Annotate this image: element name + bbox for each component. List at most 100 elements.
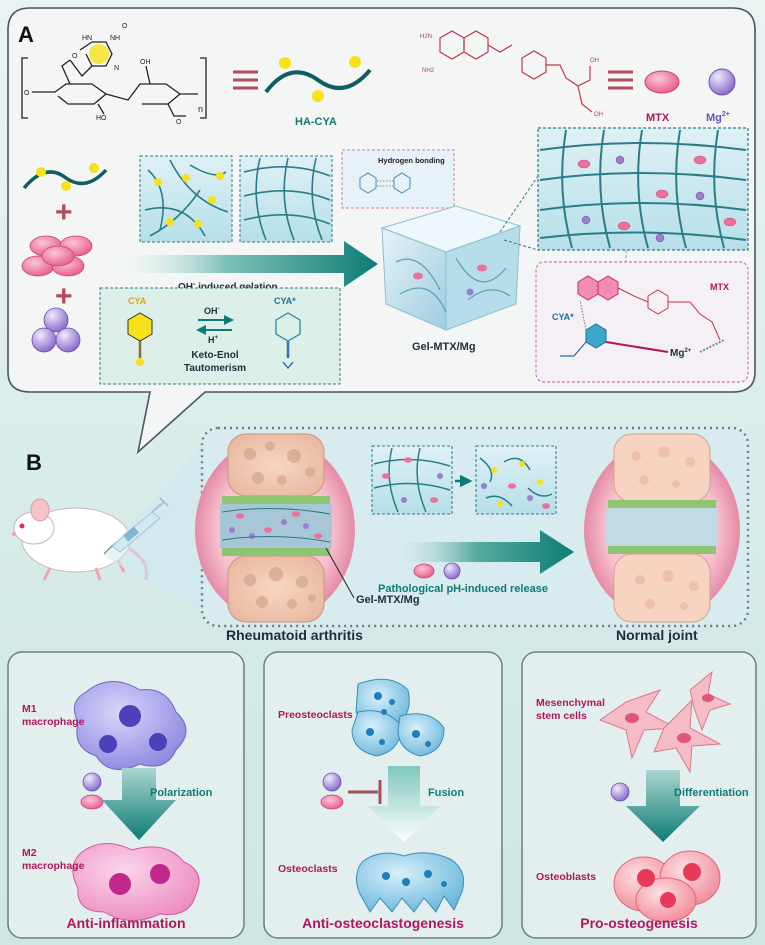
gel-label: Gel-MTX/Mg xyxy=(412,341,476,353)
differentiation-label: Differentiation xyxy=(674,787,749,799)
m2-macrophage-icon xyxy=(72,843,200,921)
hydrogen-bonding-label: Hydrogen bonding xyxy=(378,156,445,165)
osteoclasts-label: Osteoclasts xyxy=(278,863,338,875)
svg-text:OH: OH xyxy=(590,58,599,64)
mg-ion-icon-box3 xyxy=(610,782,630,802)
mg-label: Mg2+ xyxy=(706,111,730,124)
effect-box-anti-osteoclastogenesis: Preosteoclasts Fusion Osteoclasts Anti-o… xyxy=(263,651,503,939)
interaction-inset xyxy=(535,250,749,383)
panel-a: A n O HN NH O N O HO OH O xyxy=(7,7,756,455)
joint-icon-normal xyxy=(584,433,740,623)
mtx-icon-box1 xyxy=(80,794,104,810)
msc-label-2: stem cells xyxy=(536,710,587,722)
anti-osteoclastogenesis-title: Anti-osteoclastogenesis xyxy=(302,915,464,931)
polarization-label: Polarization xyxy=(150,787,213,799)
mg-ion-icon-box2 xyxy=(322,772,342,792)
release-arrow xyxy=(378,530,574,574)
svg-text:H2N: H2N xyxy=(420,34,432,40)
svg-text:O: O xyxy=(72,53,78,60)
panel-a-label: A xyxy=(18,22,34,47)
preosteoclasts-label: Preosteoclasts xyxy=(278,709,353,721)
svg-text:NH: NH xyxy=(110,35,120,42)
m1-label-1: M1 xyxy=(22,703,37,715)
svg-text:NH2: NH2 xyxy=(422,68,435,74)
ha-cya-label: HA-CYA xyxy=(295,116,337,128)
keto-enol-label-1: Keto-Enol xyxy=(191,350,238,361)
m1-label-2: macrophage xyxy=(22,716,85,728)
degradation-inset-before xyxy=(371,445,453,515)
osteoblasts-label: Osteoblasts xyxy=(536,871,596,883)
released-mtx-icon xyxy=(413,563,435,579)
panel-b-label: B xyxy=(26,450,42,475)
joint-icon xyxy=(195,433,355,623)
cya-highlight xyxy=(89,44,109,64)
m2-label-1: M2 xyxy=(22,847,37,859)
normal-joint-label: Normal joint xyxy=(616,627,698,643)
anti-inflammation-title: Anti-inflammation xyxy=(67,915,186,931)
svg-text:N: N xyxy=(114,65,119,72)
ha-cya-structure xyxy=(21,41,207,119)
effect-box-anti-inflammation: M1 macrophage Polarization M2 macrophage… xyxy=(7,651,245,939)
keto-enol-box xyxy=(99,287,341,385)
macrophage-icon xyxy=(73,681,187,770)
gel-pointer-line xyxy=(325,547,355,599)
osteoclast-fused-icon xyxy=(356,852,465,913)
hydrogen-bonding-inset xyxy=(341,149,455,209)
repeat-unit-n: n xyxy=(198,104,203,114)
degradation-inset-after xyxy=(475,445,557,515)
release-label: Pathological pH-induced release xyxy=(378,583,548,595)
network-zoom-inset xyxy=(499,127,749,251)
equivalence-icon xyxy=(233,70,258,90)
gelation-arrow xyxy=(104,241,378,287)
mouse-icon xyxy=(12,498,149,581)
component-mtx-cluster-icon xyxy=(21,235,93,277)
svg-text:OH: OH xyxy=(594,112,603,118)
osteoclast-icon xyxy=(351,678,445,757)
osteoblast-icon xyxy=(613,850,721,923)
mg-ion-icon-box1 xyxy=(82,772,102,792)
panel-b: B xyxy=(12,426,750,643)
ra-label: Rheumatoid arthritis xyxy=(226,627,363,643)
svg-text:O: O xyxy=(24,90,30,97)
mtx-structure xyxy=(439,30,593,113)
plus-sign-2: + xyxy=(55,280,73,313)
inset-cya-star-label: CYA* xyxy=(552,312,574,322)
ha-cya-polymer-icon xyxy=(264,56,372,102)
hydrogel-cube-icon xyxy=(380,205,522,331)
svg-text:HN: HN xyxy=(82,35,92,42)
inset-mg-label: Mg2+ xyxy=(670,348,692,359)
differentiation-arrow xyxy=(626,770,700,842)
injection-beam xyxy=(104,430,214,620)
h-label: H+ xyxy=(208,335,219,345)
plus-sign-1: + xyxy=(55,196,73,229)
msc-label-1: Mesenchymal xyxy=(536,697,605,709)
stem-cell-icon xyxy=(598,670,732,774)
svg-text:HO: HO xyxy=(96,115,107,122)
mtx-label: MTX xyxy=(646,112,670,124)
fusion-arrow xyxy=(368,766,440,842)
panel-b-gel-label: Gel-MTX/Mg xyxy=(356,594,420,606)
pro-osteogenesis-title: Pro-osteogenesis xyxy=(580,915,698,931)
oh-label: OH- xyxy=(204,306,220,316)
component-polymer-icon xyxy=(22,163,108,191)
mtx-molecule-icon xyxy=(644,70,680,94)
cya-label: CYA xyxy=(128,296,147,306)
mtx-icon-box2 xyxy=(320,794,344,810)
m2-label-2: macrophage xyxy=(22,860,85,872)
svg-text:O: O xyxy=(122,23,128,30)
effect-box-pro-osteogenesis: Mesenchymal stem cells Differentiation O… xyxy=(521,651,757,939)
network-inset-crosslinked xyxy=(239,155,333,243)
keto-enol-label-2: Tautomerism xyxy=(184,363,246,374)
component-mg-cluster-icon xyxy=(31,307,81,353)
svg-text:OH: OH xyxy=(140,59,151,66)
fusion-label: Fusion xyxy=(428,787,464,799)
cya-star-label: CYA* xyxy=(274,296,296,306)
svg-text:O: O xyxy=(176,119,182,126)
inset-mtx-label: MTX xyxy=(710,282,729,292)
equivalence-icon-2 xyxy=(608,70,633,90)
polarization-arrow xyxy=(102,768,176,840)
network-inset-loose xyxy=(139,155,233,243)
released-mg-icon xyxy=(443,562,461,580)
mg-ion-icon xyxy=(708,68,736,96)
